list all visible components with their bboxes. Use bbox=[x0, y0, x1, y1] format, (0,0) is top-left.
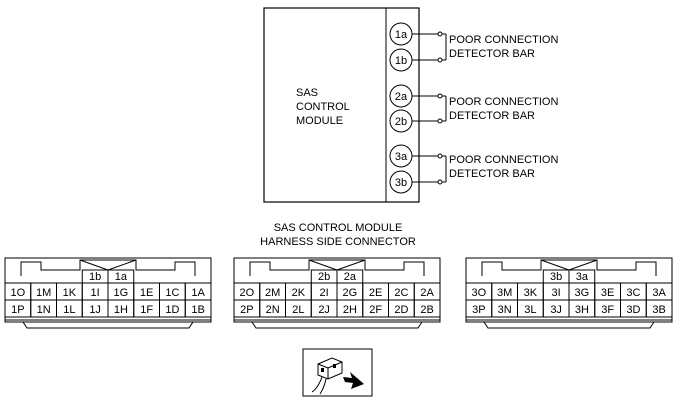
pin-2O: 2O bbox=[240, 287, 255, 299]
pin-1C: 1C bbox=[165, 287, 179, 299]
detector-bar-1 bbox=[412, 31, 447, 63]
pin-3D: 3D bbox=[626, 304, 640, 316]
pin-3P: 3P bbox=[472, 304, 485, 316]
pin-1J: 1J bbox=[89, 304, 101, 316]
terminal-1a: 1a bbox=[389, 22, 413, 46]
module-name-line-1: SAS bbox=[296, 87, 318, 99]
pin-2K: 2K bbox=[292, 287, 306, 299]
terminal-1b: 1b bbox=[389, 48, 413, 72]
top-pin-1a: 1a bbox=[115, 271, 128, 283]
svg-text:1b: 1b bbox=[395, 55, 407, 67]
pin-2D: 2D bbox=[394, 304, 408, 316]
svg-text:2b: 2b bbox=[395, 116, 407, 128]
detector-bar-2-label-line-1: POOR CONNECTION bbox=[449, 96, 558, 108]
top-pin-2a: 2a bbox=[344, 271, 357, 283]
pin-2M: 2M bbox=[265, 287, 280, 299]
top-pin-3a: 3a bbox=[576, 271, 589, 283]
detector-bar-2-label-line-2: DETECTOR BAR bbox=[449, 110, 535, 122]
harness-caption-line-1: SAS CONTROL MODULE bbox=[274, 222, 403, 234]
pin-3I: 3I bbox=[552, 287, 561, 299]
pin-3G: 3G bbox=[575, 287, 590, 299]
connector-3: 3b 3a 3O 3M 3K 3I 3G 3E 3C 3A 3P 3N 3L 3J 3H 3F 3D 3B bbox=[465, 257, 673, 329]
harness-connectors: 1b 1a 1O 1M 1K 1I 1G 1E 1C 1A 1P 1N 1L 1J 1H 1F 1D 1B 2b 2a… bbox=[4, 257, 673, 329]
pin-3H: 3H bbox=[575, 304, 589, 316]
connector-1: 1b 1a 1O 1M 1K 1I 1G 1E 1C 1A 1P 1N 1L 1J 1H 1F 1D 1B bbox=[4, 257, 212, 329]
pin-1P: 1P bbox=[11, 304, 24, 316]
connector-2: 2b 2a 2O 2M 2K 2I 2G 2E 2C 2A 2P 2N 2L 2J 2H 2F 2D 2B bbox=[233, 257, 441, 329]
detector-bar-2 bbox=[412, 93, 447, 124]
terminal-3a: 3a bbox=[389, 144, 413, 168]
pin-1K: 1K bbox=[63, 287, 77, 299]
pin-3J: 3J bbox=[550, 304, 562, 316]
pin-2H: 2H bbox=[343, 304, 357, 316]
svg-text:2a: 2a bbox=[395, 91, 408, 103]
pin-1M: 1M bbox=[36, 287, 51, 299]
connector-probe-icon bbox=[302, 348, 373, 397]
pin-3A: 3A bbox=[652, 287, 666, 299]
pin-3O: 3O bbox=[472, 287, 487, 299]
pin-2F: 2F bbox=[369, 304, 382, 316]
pin-3K: 3K bbox=[524, 287, 538, 299]
pin-2B: 2B bbox=[420, 304, 433, 316]
pin-1D: 1D bbox=[165, 304, 179, 316]
pin-1H: 1H bbox=[114, 304, 128, 316]
svg-text:3a: 3a bbox=[395, 151, 408, 163]
top-pin-2b: 2b bbox=[318, 271, 330, 283]
svg-text:1a: 1a bbox=[395, 29, 408, 41]
pin-1L: 1L bbox=[63, 304, 75, 316]
terminal-2a: 2a bbox=[389, 84, 413, 108]
detector-bar-1-label-line-2: DETECTOR BAR bbox=[449, 48, 535, 60]
top-pin-3b: 3b bbox=[550, 271, 562, 283]
detector-bar-3-label-line-1: POOR CONNECTION bbox=[449, 154, 558, 166]
pin-3M: 3M bbox=[497, 287, 512, 299]
pin-3C: 3C bbox=[626, 287, 640, 299]
pin-2J: 2J bbox=[318, 304, 330, 316]
pin-1G: 1G bbox=[114, 287, 129, 299]
pin-2L: 2L bbox=[292, 304, 304, 316]
pin-3L: 3L bbox=[524, 304, 536, 316]
detector-bar-3-label-line-2: DETECTOR BAR bbox=[449, 168, 535, 180]
pin-1I: 1I bbox=[91, 287, 100, 299]
pin-2G: 2G bbox=[343, 287, 358, 299]
detector-bar-3 bbox=[412, 153, 447, 185]
pin-1O: 1O bbox=[11, 287, 26, 299]
pin-3B: 3B bbox=[652, 304, 665, 316]
pin-1B: 1B bbox=[191, 304, 204, 316]
module-name-line-2: CONTROL bbox=[296, 101, 350, 113]
pin-1N: 1N bbox=[37, 304, 51, 316]
terminal-3b: 3b bbox=[389, 170, 413, 194]
pin-3E: 3E bbox=[601, 287, 614, 299]
module-name-line-3: MODULE bbox=[296, 115, 343, 127]
terminal-2b: 2b bbox=[389, 109, 413, 133]
pin-1A: 1A bbox=[191, 287, 205, 299]
pin-1F: 1F bbox=[140, 304, 153, 316]
pin-3N: 3N bbox=[498, 304, 512, 316]
pin-2A: 2A bbox=[420, 287, 434, 299]
pin-2N: 2N bbox=[266, 304, 280, 316]
pin-2I: 2I bbox=[320, 287, 329, 299]
detector-bar-1-label-line-1: POOR CONNECTION bbox=[449, 34, 558, 46]
harness-caption-line-2: HARNESS SIDE CONNECTOR bbox=[260, 236, 416, 248]
top-pin-1b: 1b bbox=[89, 271, 101, 283]
pin-2C: 2C bbox=[394, 287, 408, 299]
svg-text:3b: 3b bbox=[395, 177, 407, 189]
pin-3F: 3F bbox=[601, 304, 614, 316]
pin-2E: 2E bbox=[369, 287, 382, 299]
pin-1E: 1E bbox=[140, 287, 153, 299]
pin-2P: 2P bbox=[240, 304, 253, 316]
